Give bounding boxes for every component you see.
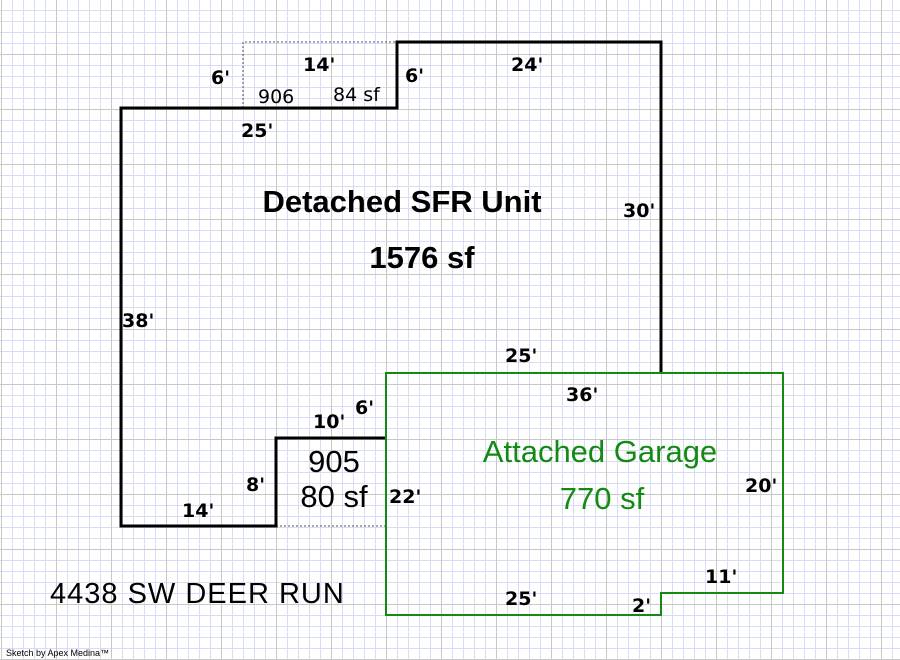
addition-905-area: 80 sf (300, 479, 368, 514)
dim-top-right: 24' (511, 54, 543, 76)
dim-garage-notch-height: 2' (632, 595, 651, 617)
dim-garage-left: 22' (389, 486, 421, 508)
dim-906-left-height: 6' (211, 67, 230, 89)
dim-garage-right: 20' (745, 475, 777, 497)
dim-notch-step: 6' (355, 397, 374, 419)
garage-outline (385, 372, 784, 616)
dim-garage-bottom: 25' (505, 588, 537, 610)
garage-area: 770 sf (560, 481, 645, 516)
dim-right: 30' (623, 200, 655, 222)
dim-notch-top: 10' (313, 411, 345, 433)
main-unit-title: Detached SFR Unit (262, 184, 541, 219)
dim-step-height: 6' (405, 65, 424, 87)
dim-inner-top: 25' (241, 120, 273, 142)
garage-title: Attached Garage (483, 434, 717, 469)
dim-906-width: 14' (303, 54, 335, 76)
dim-notch-height: 8' (246, 474, 265, 496)
dim-left: 38' (122, 310, 154, 332)
property-address: 4438 SW DEER RUN (50, 578, 345, 610)
dim-garage-notch-width: 11' (705, 566, 737, 588)
sketch-credit: Sketch by Apex Medina™ (6, 648, 109, 658)
addition-906-id: 906 (258, 86, 294, 108)
main-unit-outline (119, 40, 663, 528)
dim-garage-top: 36' (566, 384, 598, 406)
addition-905-id: 905 (308, 444, 360, 479)
addition-906-area: 84 sf (333, 84, 381, 106)
dim-bottom-left: 14' (182, 500, 214, 522)
addition-906-outline (242, 41, 397, 108)
dim-bottom-to-garage: 25' (505, 345, 537, 367)
main-unit-area: 1576 sf (369, 240, 475, 275)
